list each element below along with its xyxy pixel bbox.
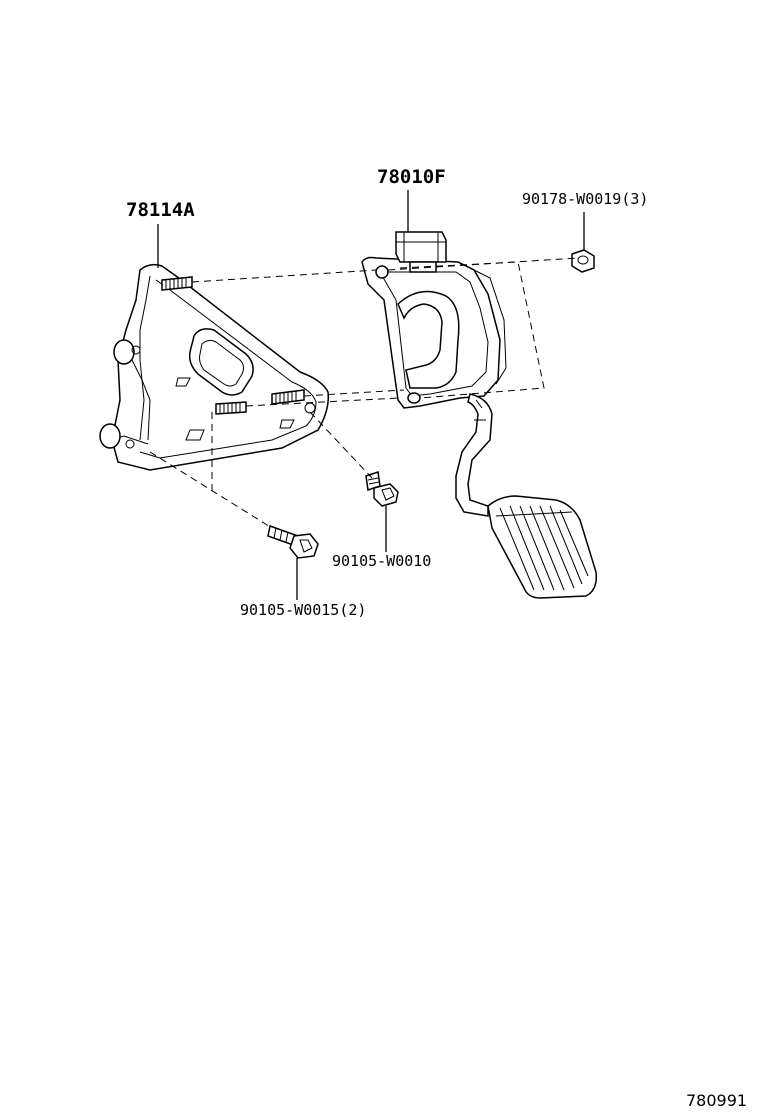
leader-lines: [157, 190, 585, 600]
bolt[interactable]: [365, 471, 399, 507]
illustration-code: 780991: [686, 1091, 747, 1110]
stud-bottom: [215, 401, 247, 415]
label-nut: 90178-W0019(3): [522, 190, 648, 208]
bolt-long[interactable]: [267, 525, 319, 559]
nut[interactable]: [571, 249, 595, 273]
label-bracket: 78114A: [126, 199, 195, 221]
stud-middle: [271, 389, 305, 405]
stud-top: [161, 276, 193, 291]
sensor-connector: [395, 231, 447, 273]
label-bolt-long: 90105-W0015(2): [240, 601, 366, 619]
assembly-lines: [149, 257, 579, 529]
label-pedal: 78010F: [377, 166, 446, 188]
pedal-bracket[interactable]: [99, 263, 330, 471]
label-bolt: 90105-W0010: [332, 552, 431, 570]
accelerator-pedal-assembly[interactable]: [361, 231, 598, 599]
